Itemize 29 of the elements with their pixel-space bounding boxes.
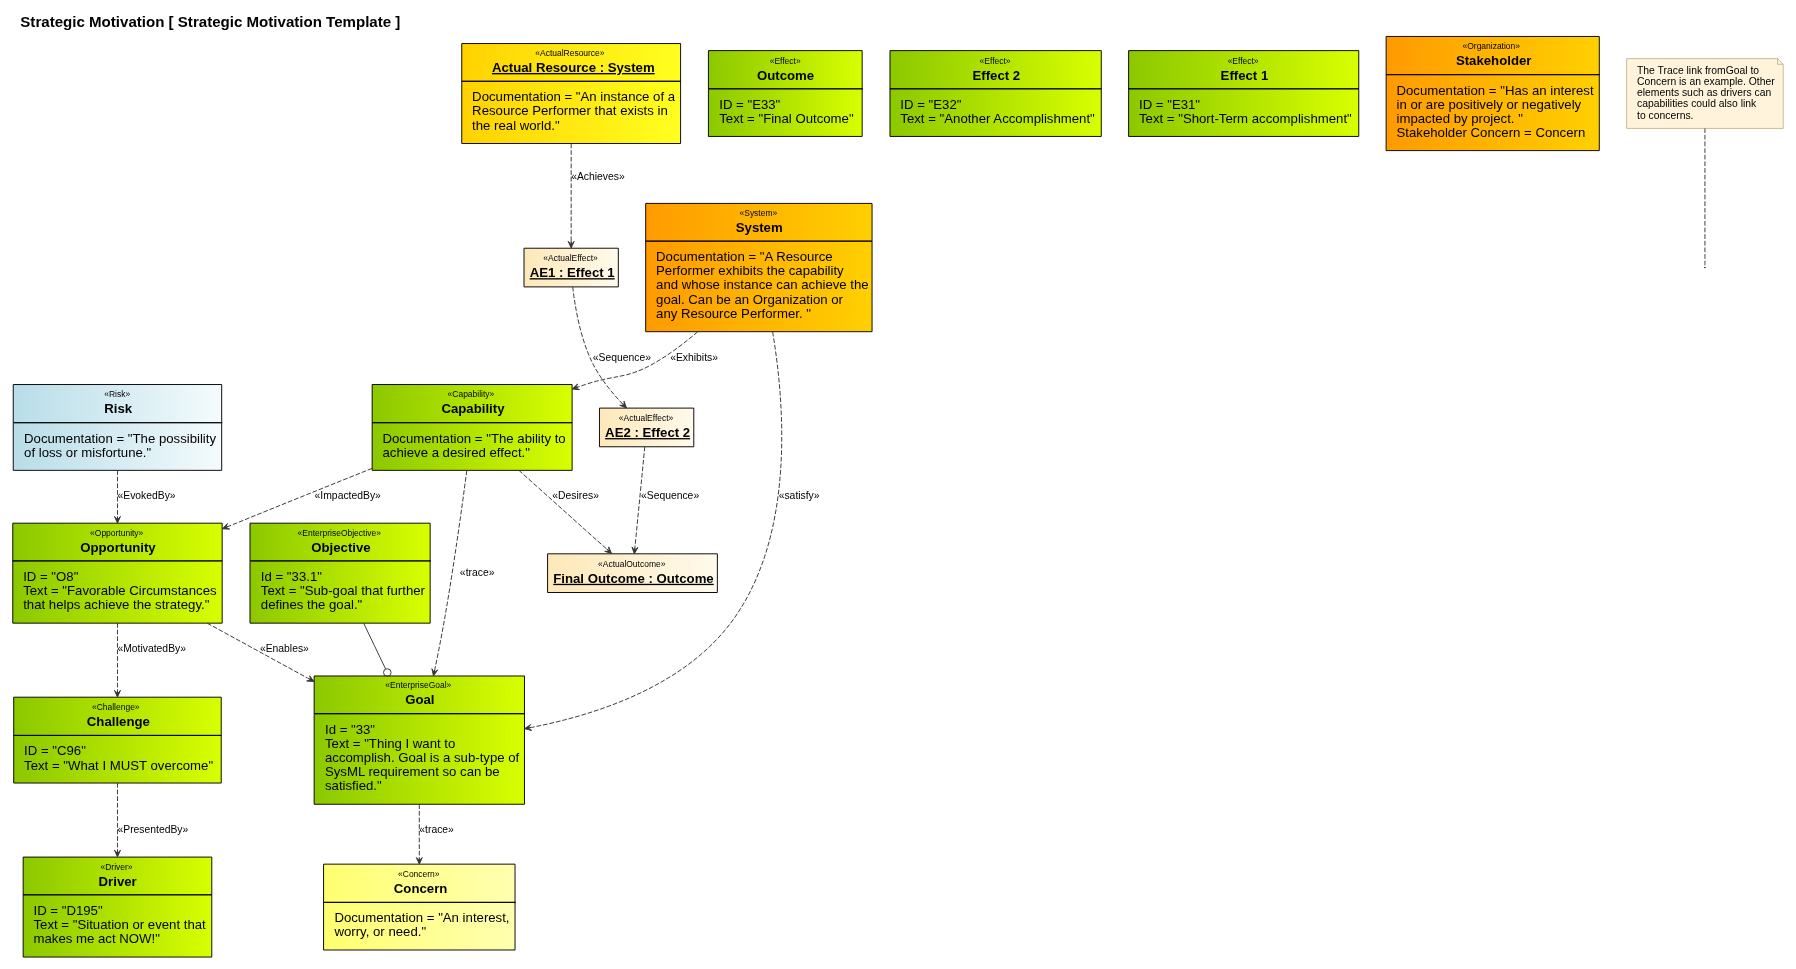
edge-label: «Sequence»: [640, 490, 700, 502]
edge-label: «trace»: [419, 824, 454, 836]
edge-label: «Enables»: [259, 643, 309, 655]
arrow: [114, 469, 121, 524]
diagram-title: Strategic Motivation [ Strategic Motivation Template ]: [20, 12, 401, 30]
arrow: [572, 286, 627, 409]
arrow: [221, 467, 373, 530]
edge-label: «PresentedBy»: [117, 824, 189, 836]
edge-label: «trace»: [459, 566, 495, 578]
edge-label: «Sequence»: [592, 351, 652, 363]
arrow: [518, 469, 613, 554]
edge-label: «Achieves»: [571, 170, 625, 182]
edge-label: «ImpactedBy»: [314, 490, 381, 502]
connector: [1704, 128, 1706, 268]
arrow: [114, 622, 121, 698]
arrow: [206, 622, 315, 683]
arrow: [431, 470, 468, 677]
arrow: [571, 331, 699, 391]
arrow: [567, 143, 575, 249]
arrow: [415, 803, 423, 865]
arrow: [114, 782, 121, 858]
arrow: [631, 446, 646, 555]
edge-label: «MotivatedBy»: [117, 643, 186, 655]
edge-label: «Exhibits»: [670, 351, 719, 363]
edge-label: «satisfy»: [778, 490, 820, 502]
edge-label: «EvokedBy»: [117, 490, 176, 502]
connector: [363, 622, 392, 677]
arrow: [524, 331, 783, 731]
edge-label: «Desires»: [552, 490, 599, 502]
